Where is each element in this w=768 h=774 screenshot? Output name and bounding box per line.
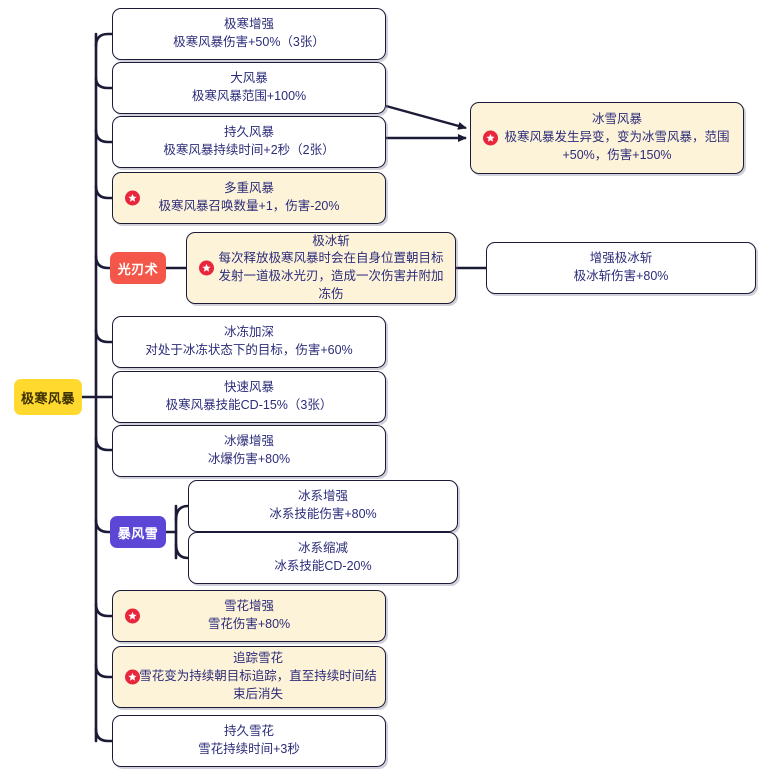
node-desc: 雪花变为持续朝目标追踪，直至持续时间结束后消失 xyxy=(139,669,377,701)
node-body: 冰雪风暴 极寒风暴发生异变，变为冰雪风暴，范围+50%，伤害+150% xyxy=(479,111,735,164)
node-title: 冰冻加深 xyxy=(223,325,274,340)
edge-n12 xyxy=(174,542,190,560)
node-title: 冰系缩减 xyxy=(297,541,348,556)
node-title: 雪花增强 xyxy=(223,599,274,614)
node-desc: 冰爆伤害+80% xyxy=(207,452,291,466)
node-body: 雪花增强 雪花伤害+80% xyxy=(121,598,377,634)
node-body: 增强极冰斩 极冰斩伤害+80% xyxy=(495,250,747,286)
edge-n2 xyxy=(94,76,114,90)
star-badge-icon xyxy=(125,669,140,685)
node-desc: 雪花持续时间+3秒 xyxy=(198,742,300,756)
edge-n13 xyxy=(94,602,114,618)
node-dafengbao[interactable]: 大风暴 极寒风暴范围+100% xyxy=(112,62,386,114)
root-node-badge[interactable]: 极寒风暴 xyxy=(14,379,82,415)
node-body: 快速风暴 极寒风暴技能CD-15%（3张） xyxy=(121,379,377,415)
node-bingxi-suojian[interactable]: 冰系缩减 冰系技能CD-20% xyxy=(188,532,458,584)
edge-n10 xyxy=(94,436,114,452)
edge-n4 xyxy=(94,184,114,200)
node-title: 极冰斩 xyxy=(312,233,350,248)
edge-n14 xyxy=(94,663,114,679)
node-body: 冰系增强 冰系技能伤害+80% xyxy=(197,488,449,524)
node-body: 极冰斩 每次释放极寒风暴时会在自身位置朝目标发射一道极冰光刃，造成一次伤害并附加… xyxy=(195,233,447,304)
node-desc: 极寒风暴发生异变，变为冰雪风暴，范围+50%，伤害+150% xyxy=(504,130,730,162)
node-desc: 冰系技能CD-20% xyxy=(274,559,372,573)
edge-branch-baofengxue xyxy=(94,518,114,534)
node-jihan-zengqiang[interactable]: 极寒增强 极寒风暴伤害+50%（3张） xyxy=(112,8,386,60)
edge-n1 xyxy=(94,32,114,48)
node-body: 极寒增强 极寒风暴伤害+50%（3张） xyxy=(121,16,377,52)
node-title: 快速风暴 xyxy=(223,380,274,395)
node-title: 追踪雪花 xyxy=(232,651,283,666)
node-jibingzhan[interactable]: 极冰斩 每次释放极寒风暴时会在自身位置朝目标发射一道极冰光刃，造成一次伤害并附加… xyxy=(186,232,456,304)
edge-branch-guangrenshu xyxy=(94,254,114,270)
node-title: 极寒增强 xyxy=(223,17,274,32)
node-body: 持久风暴 极寒风暴持续时间+2秒（2张） xyxy=(121,124,377,160)
node-bingdong-jiashen[interactable]: 冰冻加深 对处于冰冻状态下的目标，伤害+60% xyxy=(112,316,386,368)
edge-n15 xyxy=(94,727,114,743)
node-body: 冰冻加深 对处于冰冻状态下的目标，伤害+60% xyxy=(121,324,377,360)
node-xuehua-zengqiang[interactable]: 雪花增强 雪花伤害+80% xyxy=(112,590,386,642)
node-desc: 极寒风暴召唤数量+1，伤害-20% xyxy=(158,199,340,213)
edge-n8 xyxy=(94,328,114,344)
node-desc: 极寒风暴范围+100% xyxy=(191,89,307,103)
node-title: 增强极冰斩 xyxy=(589,251,653,266)
node-duochong-fengbao[interactable]: 多重风暴 极寒风暴召唤数量+1，伤害-20% xyxy=(112,172,386,224)
node-body: 多重风暴 极寒风暴召唤数量+1，伤害-20% xyxy=(121,180,377,216)
edge-n11 xyxy=(174,504,190,522)
node-desc: 极寒风暴伤害+50%（3张） xyxy=(173,35,325,49)
branch-badge-guangrenshu-label: 光刃术 xyxy=(117,261,159,277)
node-desc: 冰系技能伤害+80% xyxy=(269,507,377,521)
node-title: 冰爆增强 xyxy=(223,434,274,449)
node-body: 大风暴 极寒风暴范围+100% xyxy=(121,70,377,106)
node-desc: 每次释放极寒风暴时会在自身位置朝目标发射一道极冰光刃，造成一次伤害并附加冻伤 xyxy=(218,251,444,301)
node-kuaisu-fengbao[interactable]: 快速风暴 极寒风暴技能CD-15%（3张） xyxy=(112,371,386,423)
node-desc: 雪花伤害+80% xyxy=(207,617,291,631)
root-node-label: 极寒风暴 xyxy=(21,390,76,406)
node-bingbao-zengqiang[interactable]: 冰爆增强 冰爆伤害+80% xyxy=(112,425,386,477)
arrow-n2-to-n5 xyxy=(385,104,467,130)
star-badge-icon xyxy=(125,608,140,624)
star-badge-icon xyxy=(125,190,140,206)
node-desc: 极冰斩伤害+80% xyxy=(573,269,669,283)
node-body: 冰系缩减 冰系技能CD-20% xyxy=(197,540,449,576)
star-badge-icon xyxy=(199,260,214,276)
node-zengqiang-jibingzhan[interactable]: 增强极冰斩 极冰斩伤害+80% xyxy=(486,242,756,294)
node-chijiu-fengbao[interactable]: 持久风暴 极寒风暴持续时间+2秒（2张） xyxy=(112,116,386,168)
node-chijiu-xuehua[interactable]: 持久雪花 雪花持续时间+3秒 xyxy=(112,715,386,767)
node-title: 持久风暴 xyxy=(223,125,274,140)
branch-badge-baofengxue[interactable]: 暴风雪 xyxy=(110,516,166,548)
node-body: 冰爆增强 冰爆伤害+80% xyxy=(121,433,377,469)
node-title: 持久雪花 xyxy=(223,724,274,739)
node-zhuizong-xuehua[interactable]: 追踪雪花 雪花变为持续朝目标追踪，直至持续时间结束后消失 xyxy=(112,646,386,708)
node-body: 追踪雪花 雪花变为持续朝目标追踪，直至持续时间结束后消失 xyxy=(121,650,377,703)
node-title: 多重风暴 xyxy=(223,181,274,196)
node-title: 大风暴 xyxy=(230,71,268,86)
node-bingxue-fengbao[interactable]: 冰雪风暴 极寒风暴发生异变，变为冰雪风暴，范围+50%，伤害+150% xyxy=(470,102,744,174)
node-desc: 对处于冰冻状态下的目标，伤害+60% xyxy=(145,343,353,357)
edge-n3 xyxy=(94,128,114,144)
node-body: 持久雪花 雪花持续时间+3秒 xyxy=(121,723,377,759)
branch-badge-baofengxue-label: 暴风雪 xyxy=(117,525,159,541)
branch-badge-guangrenshu[interactable]: 光刃术 xyxy=(110,252,166,284)
node-bingxi-zengqiang[interactable]: 冰系增强 冰系技能伤害+80% xyxy=(188,480,458,532)
node-desc: 极寒风暴技能CD-15%（3张） xyxy=(165,398,333,412)
star-badge-icon xyxy=(483,130,498,146)
node-title: 冰系增强 xyxy=(297,489,348,504)
node-desc: 极寒风暴持续时间+2秒（2张） xyxy=(163,143,335,157)
node-title: 冰雪风暴 xyxy=(591,112,642,127)
